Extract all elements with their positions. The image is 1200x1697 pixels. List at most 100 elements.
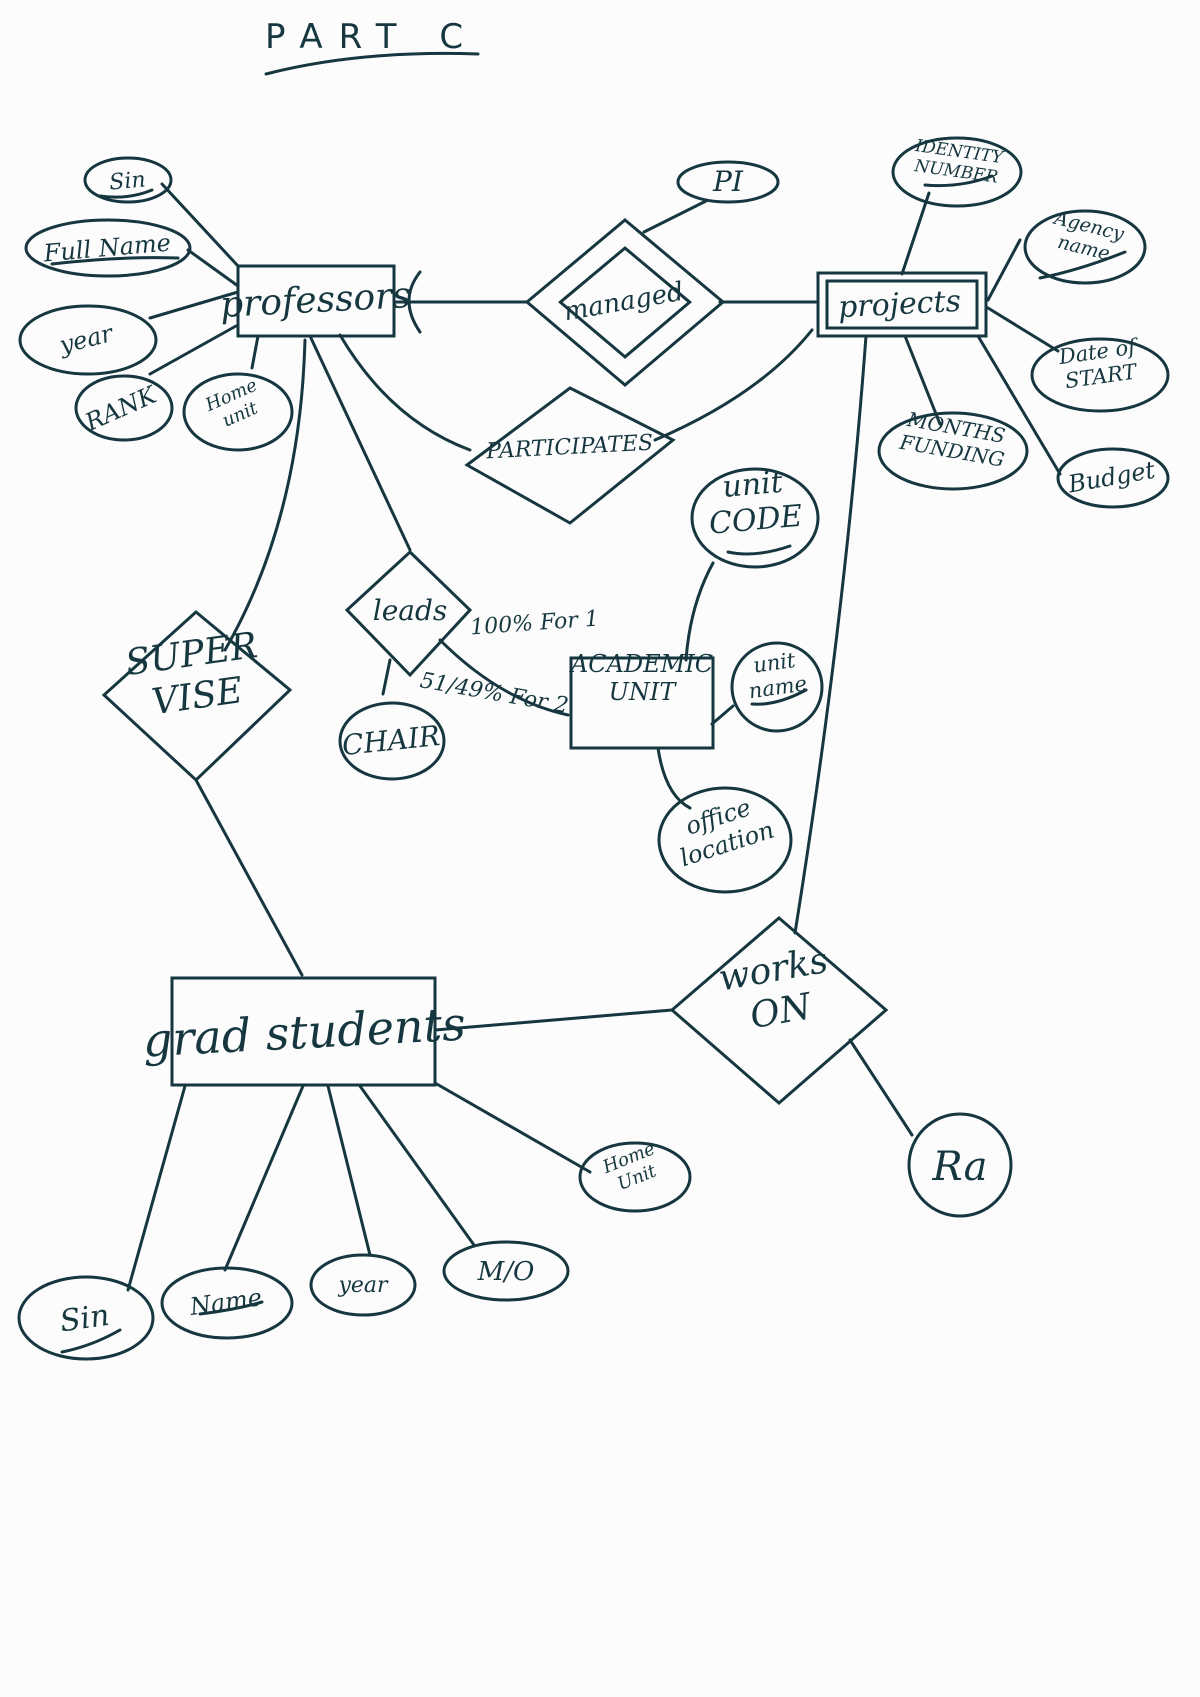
attr-budget xyxy=(1056,447,1170,509)
attr-gs-year xyxy=(309,1253,417,1317)
line-budget-projects xyxy=(976,334,1062,476)
label-pi: PI xyxy=(712,165,744,198)
label-participates-line: PARTICIPATES xyxy=(485,431,654,465)
label-chair-line: CHAIR xyxy=(340,719,441,762)
label-ra: Ra xyxy=(932,1144,988,1190)
label-participates: PARTICIPATES xyxy=(485,431,654,465)
title-underline xyxy=(264,51,480,76)
entity-professors xyxy=(236,264,396,338)
label-gs-year-line: year xyxy=(337,1273,389,1298)
attr-identity-number xyxy=(891,136,1023,208)
label-gs-year: year xyxy=(337,1273,389,1298)
line-supervise-gradstudents xyxy=(194,778,304,977)
line-gradstudents-name xyxy=(223,1084,305,1272)
connector-lines xyxy=(126,182,1062,1292)
label-gs-mo-line: M/O xyxy=(477,1257,535,1287)
attr-gs-mo xyxy=(442,1240,570,1302)
label-gs-sin-line: Sin xyxy=(58,1298,112,1340)
line-leads-academic xyxy=(438,638,570,717)
underline-unit-code xyxy=(726,544,792,556)
line-identity-projects xyxy=(900,191,931,276)
line-year-prof xyxy=(148,290,240,320)
underline-gs-name xyxy=(198,1300,264,1316)
attr-office-location xyxy=(657,786,793,894)
line-date-projects xyxy=(986,306,1060,353)
label-leads: leads xyxy=(373,594,448,627)
line-gradstudents-workson xyxy=(433,1008,674,1032)
label-months-funding: MONTHSFUNDING xyxy=(897,406,1010,471)
label-prof-sin: Sin xyxy=(108,167,146,195)
line-prof-leads xyxy=(308,334,412,552)
line-gradstudents-mo xyxy=(358,1084,476,1247)
line-office-academic xyxy=(656,746,692,810)
label-gs-mo: M/O xyxy=(477,1257,535,1287)
entity-projects xyxy=(816,271,988,338)
relationship-works-on xyxy=(669,916,889,1105)
label-budget: Budget xyxy=(1065,456,1158,499)
label-academic-unit-line: ACADEMIC xyxy=(569,650,713,678)
label-grad-students: grad students xyxy=(141,997,466,1068)
attr-chair xyxy=(338,701,446,781)
label-unit-name: unitname xyxy=(744,647,809,703)
relationship-managed xyxy=(524,218,726,387)
label-unit-code-line: CODE xyxy=(708,499,804,542)
label-ra-line: Ra xyxy=(932,1144,988,1190)
line-rank-prof xyxy=(148,324,238,376)
attr-months-funding xyxy=(877,411,1029,491)
underline-agency-name xyxy=(1038,250,1127,280)
attr-unit-name xyxy=(730,641,824,733)
label-academic-unit-line: UNIT xyxy=(609,678,678,706)
line-sin-prof xyxy=(160,182,240,268)
cardinality-mark xyxy=(407,270,422,334)
line-unitcode-academic xyxy=(684,561,715,662)
underline-prof-full-name xyxy=(50,256,180,266)
underline-prof-sin xyxy=(98,188,154,199)
label-unit-code: unitCODE xyxy=(705,463,804,541)
label-gs-name-line: Name xyxy=(187,1283,263,1321)
label-professors: professors xyxy=(219,275,412,326)
label-professors-line: professors xyxy=(219,275,412,326)
label-prof-year-line: year xyxy=(56,319,117,360)
line-prof-supervise xyxy=(223,338,307,652)
attr-gs-name xyxy=(160,1266,294,1340)
underline-gs-sin xyxy=(60,1328,122,1354)
underline-unit-name xyxy=(750,688,808,706)
diagram-shapes xyxy=(17,136,1170,1361)
relationship-participates xyxy=(464,386,676,525)
line-fullname-prof xyxy=(186,248,240,288)
attr-prof-year xyxy=(18,304,158,376)
attr-prof-rank xyxy=(74,374,174,442)
line-gradstudents-sin xyxy=(126,1084,187,1292)
label-works-on-line: works xyxy=(716,940,831,999)
label-prof-full-name: Full Name xyxy=(42,229,172,268)
attr-gs-home-unit xyxy=(578,1141,692,1213)
label-works-on-line: ON xyxy=(747,986,816,1037)
relationship-supervise xyxy=(101,610,293,783)
attr-prof-sin xyxy=(83,156,173,204)
attr-date-of-start xyxy=(1030,337,1170,413)
attr-prof-home-unit xyxy=(182,372,294,452)
line-agency-projects xyxy=(986,238,1022,302)
label-unit-name-line: unit xyxy=(752,648,798,678)
label-prof-home-unit: Homeunit xyxy=(201,375,269,436)
label-prof-sin-line: Sin xyxy=(108,167,146,195)
line-homeunit-prof xyxy=(250,334,260,370)
label-prof-full-name-line: Full Name xyxy=(42,229,172,268)
line-prof-participates xyxy=(338,333,472,452)
attr-ra xyxy=(907,1112,1013,1218)
label-chair: CHAIR xyxy=(340,719,441,762)
label-pi-line: PI xyxy=(712,165,744,198)
label-date-of-start: Date ofSTART xyxy=(1056,334,1144,394)
relationship-leads xyxy=(344,549,473,678)
line-months-projects xyxy=(903,334,942,426)
attr-agency-name xyxy=(1023,209,1147,285)
label-annotation-51-49-for-2-line: 51/49% For 2 xyxy=(418,668,570,719)
entity-academic-unit xyxy=(569,656,715,750)
entity-projects-inner-border xyxy=(825,279,979,330)
underline-identity-number xyxy=(923,174,994,188)
attr-gs-sin xyxy=(17,1275,155,1361)
attr-pi xyxy=(676,160,780,204)
